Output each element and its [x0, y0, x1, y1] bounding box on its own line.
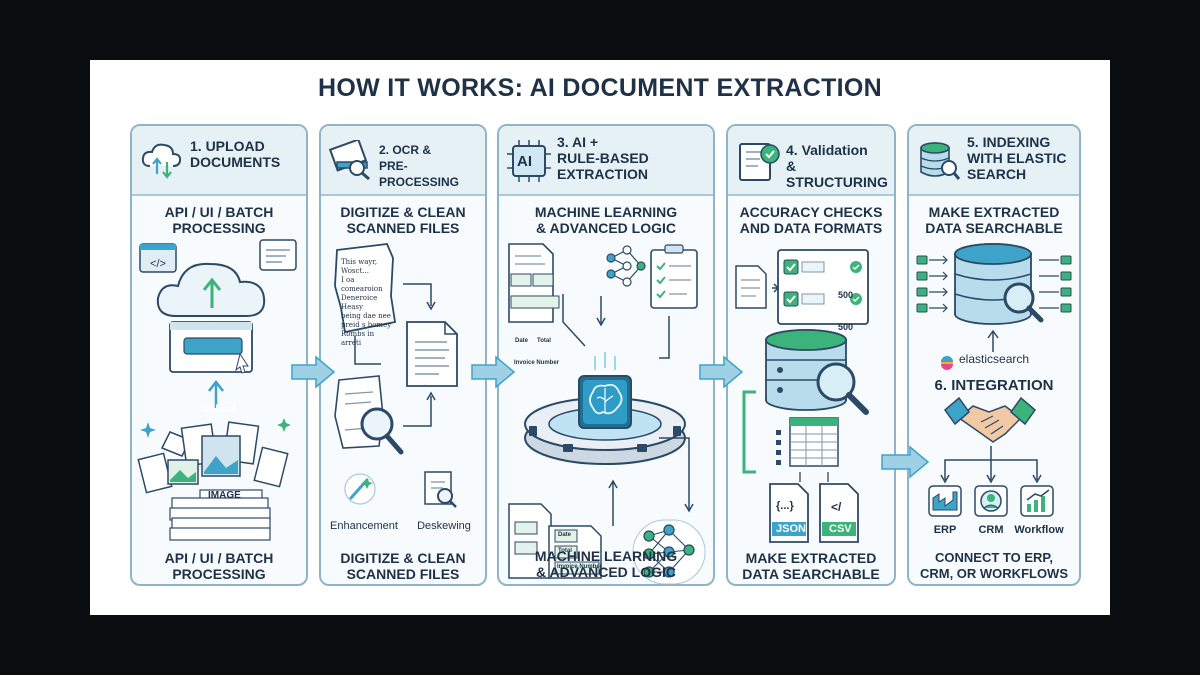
checklist-icon: [736, 140, 782, 187]
step-validation-caption: MAKE EXTRACTED DATA SEARCHABLE: [742, 550, 880, 582]
step-ocr-subtitle: DIGITIZE & CLEAN SCANNED FILES: [340, 204, 466, 236]
step-validation-heading: 4. Validation & STRUCTURING: [786, 142, 888, 190]
scanned-text: This wayr, Wosct... I oa comearoion Dene…: [341, 258, 392, 347]
database-icon: [917, 140, 961, 187]
step-validation-panel: 4. Validation & STRUCTURING ACCURACY CHE…: [726, 124, 896, 586]
field-total: Total: [537, 338, 551, 344]
upload-button: Upload: [202, 404, 236, 415]
csv-label: CSV: [829, 523, 852, 535]
ocr-illustration: [334, 243, 458, 508]
check-value-1: 500: [838, 290, 854, 300]
step-ai-subtitle: MACHINE LEARNING & ADVANCED LOGIC: [534, 204, 678, 236]
step-ocr-heading: 2. OCR & PRE-PROCESSING: [379, 143, 460, 189]
step-ai-heading: 3. AI + RULE-BASED EXTRACTION: [557, 134, 649, 182]
csv-glyph: </: [831, 500, 842, 514]
flow-arrow-4-5: [881, 445, 930, 479]
step-upload-subtitle: API / UI / BATCH PROCESSING: [164, 204, 274, 236]
deskewing-label: Deskewing: [417, 520, 471, 532]
validation-illustration: [735, 249, 869, 543]
step-indexing-heading: 5. INDEXING WITH ELASTIC SEARCH: [967, 134, 1067, 182]
flow-arrow-1-2: [291, 355, 336, 389]
step-ai-caption: MACHINE LEARNING & ADVANCED LOGIC: [534, 548, 678, 580]
page-title: HOW IT WORKS: AI DOCUMENT EXTRACTION: [318, 74, 882, 102]
json-glyph: {...}: [776, 500, 794, 512]
step-upload-header: 1. UPLOAD DOCUMENTS: [132, 126, 306, 196]
step-ai-header: AI 3. AI + RULE-BASED EXTRACTION: [499, 126, 713, 196]
step-indexing-caption: CONNECT TO ERP, CRM, OR WORKFLOWS: [919, 550, 1069, 581]
step-validation-subtitle: ACCURACY CHECKS AND DATA FORMATS: [739, 204, 883, 236]
image-badge: IMAGE: [208, 490, 241, 501]
check-value-2: 500: [838, 322, 854, 332]
integration-workflow-label: Workflow: [1014, 524, 1064, 536]
indexing-illustration: [916, 243, 1072, 517]
lower-field-total: Total: [558, 548, 572, 554]
field-date: Date: [515, 338, 529, 344]
step-indexing-subtitle: MAKE EXTRACTED DATA SEARCHABLE: [925, 204, 1063, 236]
json-label: JSON: [776, 523, 806, 535]
step-indexing-header: 5. INDEXING WITH ELASTIC SEARCH: [909, 126, 1079, 196]
integration-title: 6. INTEGRATION: [934, 377, 1054, 394]
lower-field-date: Date: [558, 532, 572, 538]
integration-crm-label: CRM: [978, 524, 1004, 536]
elasticsearch-logo-text: elasticsearch: [959, 352, 1030, 366]
upload-illustration: </>: [137, 239, 297, 541]
step-ocr-panel: 2. OCR & PRE-PROCESSING DIGITIZE & CLEAN…: [319, 124, 487, 586]
cloud-sync-icon: [140, 140, 184, 185]
flow-arrow-2-3: [471, 355, 516, 389]
infographic-frame: HOW IT WORKS: AI DOCUMENT EXTRACTION 1. …: [90, 60, 1110, 615]
ai-chip-label: AI: [517, 153, 532, 170]
step-upload-panel: 1. UPLOAD DOCUMENTS API / UI / BATCH PRO…: [130, 124, 308, 586]
step-upload-heading: 1. UPLOAD DOCUMENTS: [190, 138, 281, 170]
integration-erp-label: ERP: [933, 524, 957, 536]
enhancement-label: Enhancement: [330, 520, 398, 532]
step-indexing-panel: 5. INDEXING WITH ELASTIC SEARCH MAKE EXT…: [907, 124, 1081, 586]
ai-illustration: [508, 243, 706, 584]
step-upload-caption: API / UI / BATCH PROCESSING: [164, 550, 274, 582]
lower-field-invoice-number: Invoice Number: [557, 564, 603, 570]
step-ocr-caption: DIGITIZE & CLEAN SCANNED FILES: [340, 550, 466, 582]
ai-chip-icon: [507, 140, 551, 187]
scanner-icon: [328, 138, 373, 185]
field-invoice-number: Invoice Number: [514, 360, 560, 366]
svg-text:</>: </>: [150, 258, 166, 270]
step-ai-panel: AI 3. AI + RULE-BASED EXTRACTION MACHINE…: [497, 124, 715, 586]
flow-arrow-3-4: [699, 355, 744, 389]
step-ocr-header: 2. OCR & PRE-PROCESSING: [321, 126, 485, 196]
step-validation-header: 4. Validation & STRUCTURING: [728, 126, 894, 196]
